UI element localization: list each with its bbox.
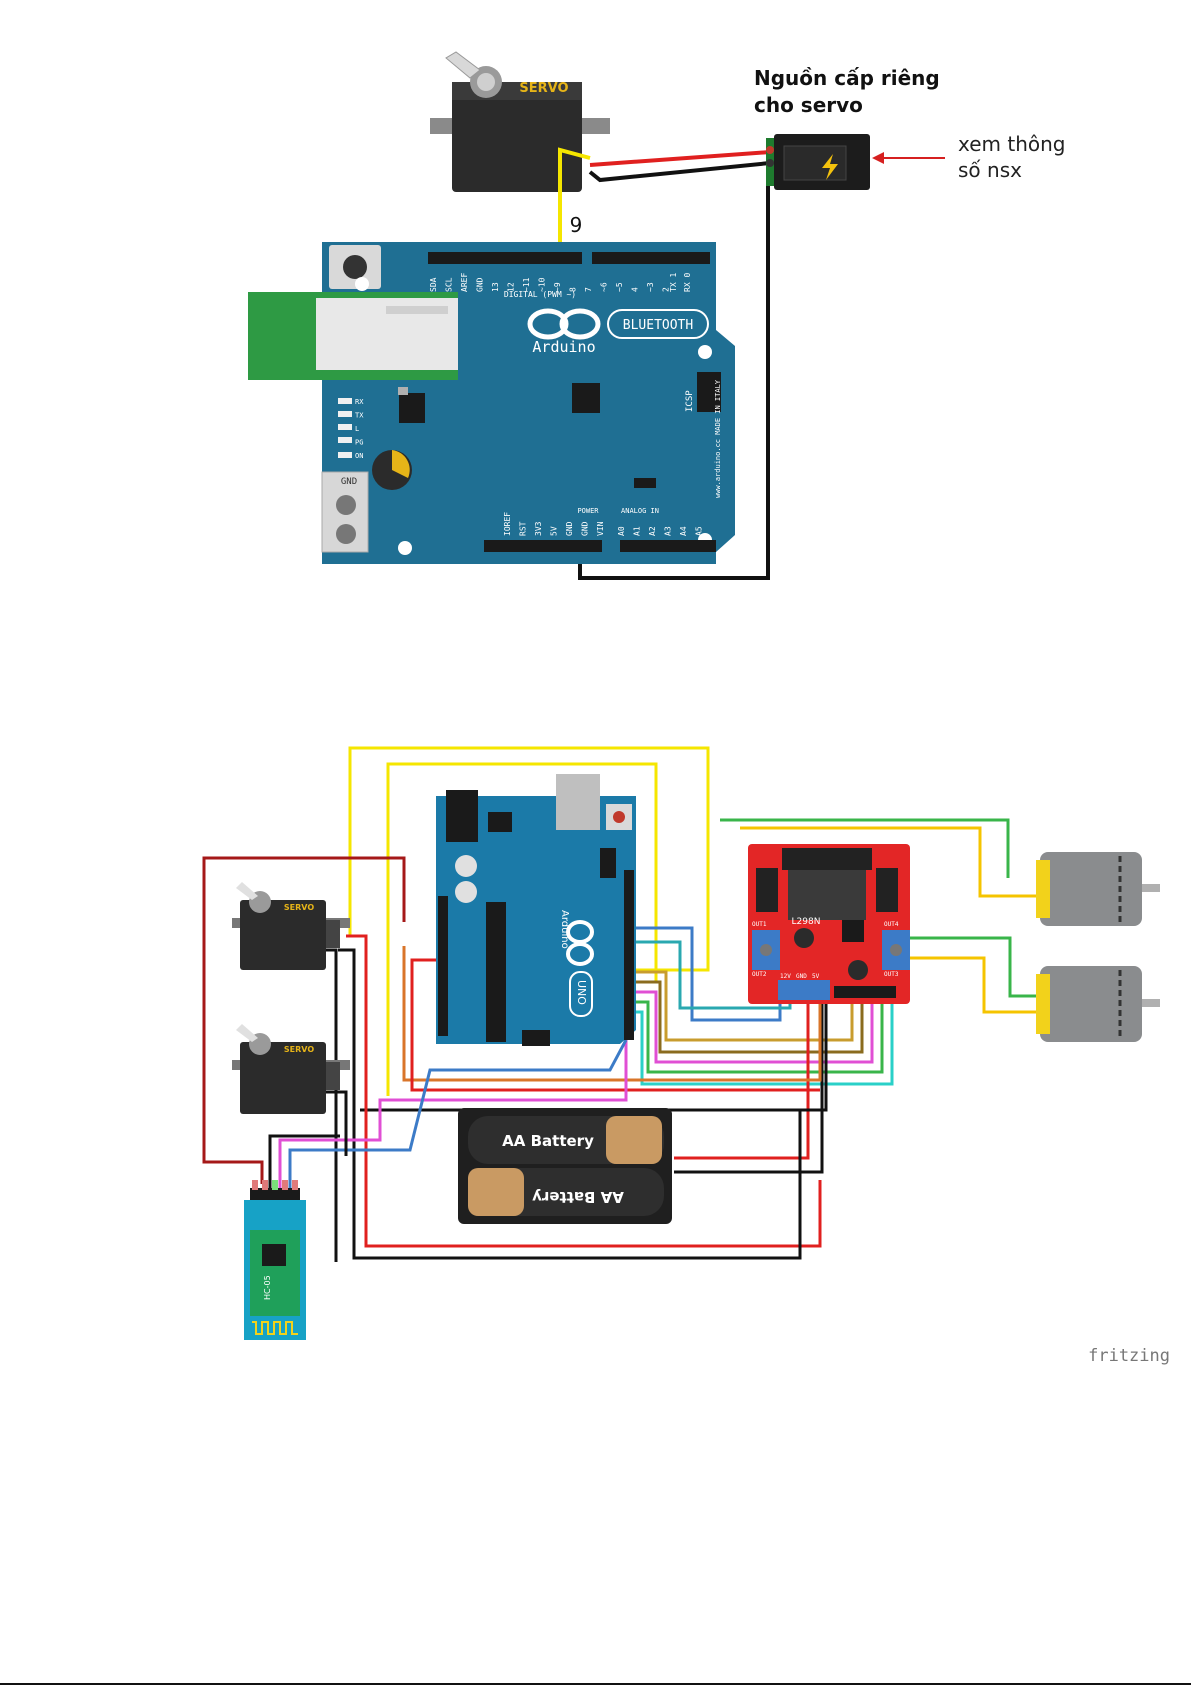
battery-2-label: AA Battery — [532, 1188, 624, 1206]
hc05-module — [244, 1180, 306, 1340]
servo-top: SERVO — [430, 51, 610, 192]
driver-pin-labels: 12V GND 5V — [780, 973, 820, 980]
driver-out-label: OUT4 — [884, 921, 899, 928]
annotation-arrow — [872, 152, 945, 164]
bottom-pin-label: 5V — [550, 526, 559, 536]
power-jack — [766, 134, 870, 190]
annotation-line2: số nsx — [958, 158, 1022, 182]
bottom-pin-label: RST — [519, 521, 528, 536]
servo-2-label: SERVO — [284, 1045, 314, 1054]
top-pin-labels: SDA SCL AREF GND 13 12 ~11 ~10 ~9 8 7 ~6 ~5 4 ~3 2TX 1 R… — [429, 273, 692, 292]
bottom-pin-label: A0 — [617, 526, 626, 536]
led-label: TX — [355, 412, 364, 420]
led-label: RX — [355, 398, 364, 406]
annotation-line1: xem thông — [958, 132, 1066, 156]
top-pin-label: 2 — [662, 287, 671, 292]
top-pin-label: 12 — [507, 282, 516, 292]
driver-out-label: OUT1 — [752, 921, 767, 928]
top-pin-label: ~5 — [615, 282, 624, 292]
bottom-pin-label: A4 — [679, 526, 688, 536]
top-pin-label: 8 — [569, 287, 578, 292]
servo-1-label: SERVO — [284, 903, 314, 912]
bottom-pin-label: A2 — [648, 526, 657, 536]
arduino-board-top — [248, 242, 735, 564]
bottom-pin-label: VIN — [596, 521, 605, 536]
figure-1: SERVO — [248, 51, 1066, 580]
top-pin-label: ~3 — [646, 282, 655, 292]
bottom-pin-label: GND — [581, 521, 590, 536]
motor-2 — [1036, 966, 1160, 1042]
wires — [202, 746, 1040, 1262]
bottom-pin-label: GND — [565, 521, 574, 536]
led-label: ON — [355, 452, 363, 460]
power-header-label: POWER — [577, 507, 599, 515]
arduino-logo-text: Arduino — [532, 338, 595, 356]
bottom-pin-labels: IOREF RST 3V3 5V GND GND VIN A0 A1 A2 A3 A4 A5 — [503, 512, 704, 536]
power-title-line1: Nguồn cấp riêng — [754, 66, 940, 90]
bluetooth-badge-text: BLUETOOTH — [623, 318, 693, 333]
uno-label: UNO — [575, 980, 588, 1005]
top-pin-label: GND — [476, 277, 485, 292]
top-pin-label: ~11 — [522, 277, 531, 292]
fritzing-watermark: fritzing — [1088, 1346, 1170, 1366]
digital-label: DIGITAL (PWM ~) — [504, 290, 576, 299]
top-pin-label: ~10 — [538, 277, 547, 292]
driver-pin-label: 5V — [812, 973, 820, 980]
led-label: PG — [355, 439, 363, 447]
motor-1 — [1036, 852, 1160, 926]
uno-arduino-label: Arduino — [559, 910, 570, 949]
driver-out-label: OUT2 — [752, 971, 767, 978]
icsp-label: ICSP — [685, 390, 695, 412]
driver-pin-label: GND — [796, 973, 807, 980]
led-labels: RX TX L PG ON — [355, 398, 364, 460]
servo-label: SERVO — [519, 81, 568, 96]
pin-9-label: 9 — [570, 213, 583, 237]
arduino-uno — [436, 774, 636, 1046]
made-in-label: www.arduino.cc MADE IN ITALY — [714, 379, 722, 498]
battery-pack — [458, 1108, 672, 1224]
driver-pin-label: 12V — [780, 973, 791, 980]
driver-label: L298N — [792, 917, 821, 927]
bottom-pin-label: 3V3 — [534, 521, 543, 536]
led-label: L — [355, 425, 359, 433]
battery-1-label: AA Battery — [502, 1132, 594, 1150]
top-pin-label: SDA — [429, 277, 438, 292]
gnd-terminal-label: GND — [341, 477, 357, 487]
top-pin-label: SCL — [445, 277, 454, 292]
top-pin-label: TX 1 — [669, 273, 678, 292]
analog-header-label: ANALOG IN — [621, 507, 659, 515]
bottom-pin-label: A1 — [633, 526, 642, 536]
bottom-pin-label: A3 — [664, 526, 673, 536]
bottom-pin-label: A5 — [695, 526, 704, 536]
l298n-driver — [748, 844, 910, 1004]
top-pin-label: 4 — [631, 287, 640, 292]
top-pin-label: ~9 — [553, 282, 562, 292]
top-pin-label: RX 0 — [683, 273, 692, 292]
hc05-label: HC-05 — [263, 1275, 272, 1300]
servo-2: SERVO — [232, 1024, 350, 1114]
top-pin-label: AREF — [460, 273, 469, 292]
figure-2: SERVO SERVO — [202, 746, 1170, 1366]
servo-1: SERVO — [232, 882, 350, 970]
driver-out-label: OUT3 — [884, 971, 899, 978]
bottom-pin-label: IOREF — [503, 512, 512, 536]
power-title-line2: cho servo — [754, 93, 863, 117]
top-pin-label: 7 — [584, 287, 593, 292]
top-pin-label: 13 — [491, 282, 500, 292]
top-pin-label: ~6 — [600, 282, 609, 292]
